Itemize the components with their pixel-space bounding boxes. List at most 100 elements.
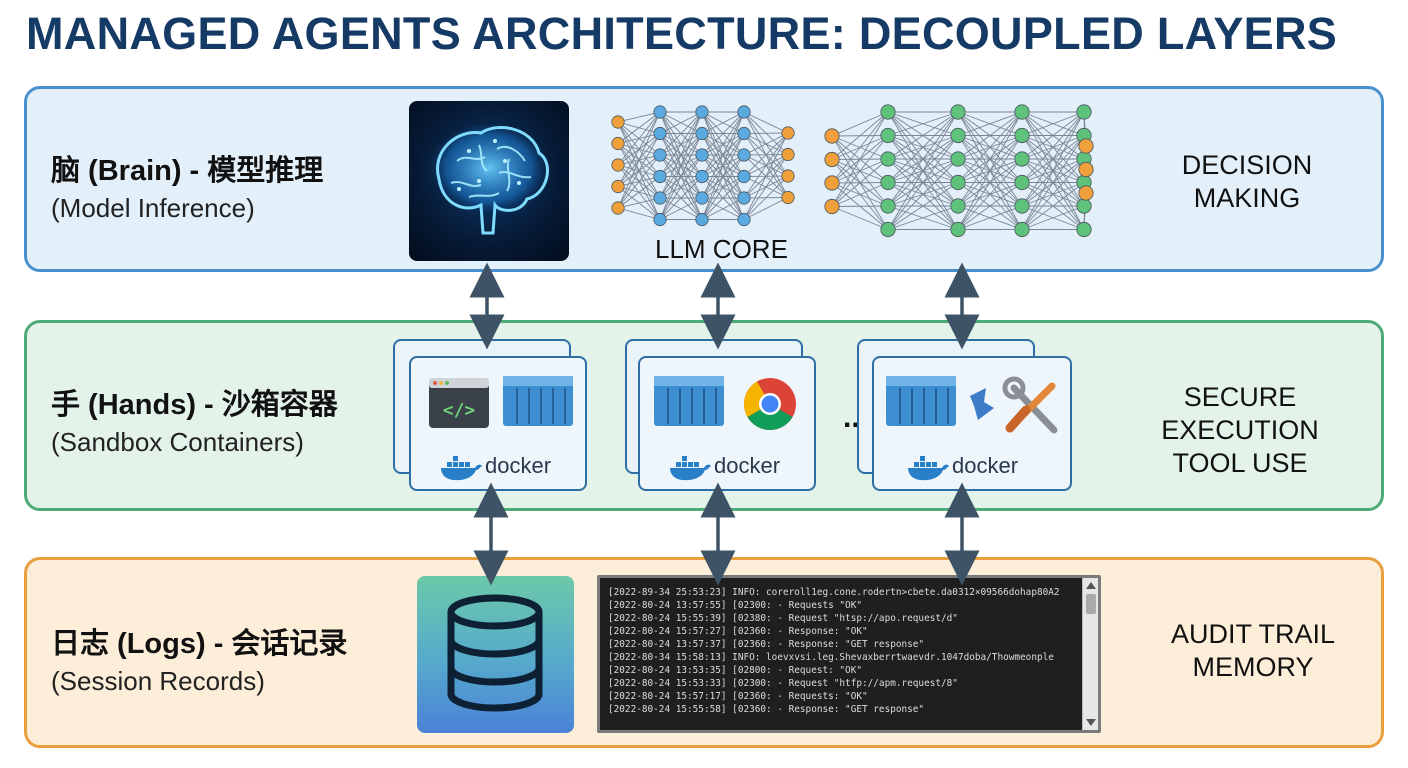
network-edge xyxy=(701,154,745,220)
network-edge xyxy=(887,158,959,230)
network-edge xyxy=(617,111,661,123)
network-edge xyxy=(659,111,703,220)
network-edge xyxy=(743,175,789,220)
network-node xyxy=(695,148,709,162)
network-edge xyxy=(831,111,889,184)
network-node xyxy=(695,212,709,227)
network-node xyxy=(695,191,709,205)
network-node xyxy=(950,127,966,144)
network-edge xyxy=(887,135,959,230)
network-node xyxy=(737,126,751,141)
network-edge xyxy=(887,111,959,183)
network-edge xyxy=(659,111,703,134)
hands-layer: 手 (Hands) - 沙箱容器 (Sandbox Containers) </… xyxy=(24,320,1384,511)
network-node xyxy=(1014,151,1030,167)
hands-layer-label: 手 (Hands) - 沙箱容器 (Sandbox Containers) xyxy=(51,381,338,458)
log-terminal[interactable]: [2022-89-34 25:53:23] INFO: coreroll1eg.… xyxy=(597,575,1101,733)
logs-layer-subtitle: (Session Records) xyxy=(51,666,265,696)
network-edge xyxy=(831,206,889,230)
network-edge xyxy=(743,132,789,156)
network-edge xyxy=(659,197,703,220)
sandbox-container-1[interactable]: </> docker xyxy=(409,356,587,491)
sandbox-container-2[interactable]: docker xyxy=(638,356,816,491)
docker-whale-icon xyxy=(670,456,711,481)
log-line: [2022-80-24 15:55:58] [02360: - Response… xyxy=(608,704,925,715)
network-edge xyxy=(957,135,1023,230)
brain-icon xyxy=(409,101,569,261)
container-icon xyxy=(654,376,724,426)
network-node xyxy=(653,148,667,162)
network-edge xyxy=(957,111,1023,230)
network-node xyxy=(950,104,966,120)
network-edge xyxy=(701,111,745,220)
network-edge xyxy=(957,111,1023,136)
network-node xyxy=(653,212,667,227)
network-edge xyxy=(1021,111,1085,230)
docker-label: docker xyxy=(485,453,552,478)
network-node xyxy=(781,147,795,162)
network-edge xyxy=(659,133,703,220)
network-edge xyxy=(743,111,789,134)
network-edge xyxy=(743,197,789,220)
log-line: [2022-80-24 15:57:17] [02360: - Requests… xyxy=(608,691,868,702)
scroll-up-icon[interactable] xyxy=(1086,582,1096,589)
container-icon xyxy=(503,376,573,426)
svg-text:</>: </> xyxy=(443,400,476,421)
code-window-icon: </> xyxy=(429,378,489,428)
network-node xyxy=(880,104,896,120)
network-edge xyxy=(1021,135,1085,230)
network-edge xyxy=(1021,182,1085,230)
network-edge xyxy=(957,158,1023,230)
network-node xyxy=(653,126,667,141)
network-node xyxy=(950,151,966,167)
hands-role-line2: TOOL USE xyxy=(1172,448,1308,478)
network-node xyxy=(695,169,709,184)
sandbox-container-3[interactable]: docker xyxy=(872,356,1072,491)
hands-layer-subtitle: (Sandbox Containers) xyxy=(51,427,304,457)
network-edge xyxy=(831,111,889,137)
network-node xyxy=(737,191,751,205)
network-edge xyxy=(831,135,889,207)
scroll-thumb[interactable] xyxy=(1086,594,1096,614)
network-node xyxy=(950,221,966,238)
log-line: [2022-80-24 15:53:33] [02300: - Request … xyxy=(608,678,958,689)
large-neural-net xyxy=(824,104,1094,238)
network-edge xyxy=(617,197,661,209)
page-title: MANAGED AGENTS ARCHITECTURE: DECOUPLED L… xyxy=(26,8,1338,59)
database-icon xyxy=(417,576,574,733)
network-edge xyxy=(887,205,959,230)
network-edge xyxy=(831,158,889,207)
network-edge xyxy=(957,182,1023,230)
network-edge xyxy=(887,111,959,230)
network-edge xyxy=(617,111,661,166)
network-node xyxy=(737,169,751,184)
log-line: [2022-89-34 25:53:23] INFO: coreroll1eg.… xyxy=(608,587,1060,598)
network-edge xyxy=(1021,111,1085,207)
network-node xyxy=(880,198,896,214)
network-node xyxy=(1014,221,1030,238)
scroll-down-icon[interactable] xyxy=(1086,719,1096,726)
network-node xyxy=(880,151,896,167)
logs-layer-label: 日志 (Logs) - 会话记录 (Session Records) xyxy=(51,620,347,697)
network-edge xyxy=(957,111,1023,183)
network-node xyxy=(880,127,896,144)
network-node xyxy=(611,179,625,194)
network-edge xyxy=(743,154,789,220)
network-edge xyxy=(701,111,745,199)
log-line: [2022-80-34 15:58:13] INFO: loevxvsi.leg… xyxy=(608,652,1054,663)
network-node xyxy=(824,198,840,215)
network-node xyxy=(781,126,795,140)
network-node xyxy=(653,105,667,119)
hands-role-line1: SECURE EXECUTION xyxy=(1161,382,1319,445)
terminal-scrollbar[interactable] xyxy=(1082,578,1098,730)
docker-whale-icon xyxy=(908,456,949,481)
network-edge xyxy=(743,132,789,134)
network-edge xyxy=(831,205,889,207)
network-edge xyxy=(701,111,745,156)
docker-label: docker xyxy=(952,453,1019,478)
network-node xyxy=(950,198,966,214)
network-edge xyxy=(659,111,703,177)
small-neural-net xyxy=(611,105,795,227)
network-node xyxy=(880,174,896,191)
